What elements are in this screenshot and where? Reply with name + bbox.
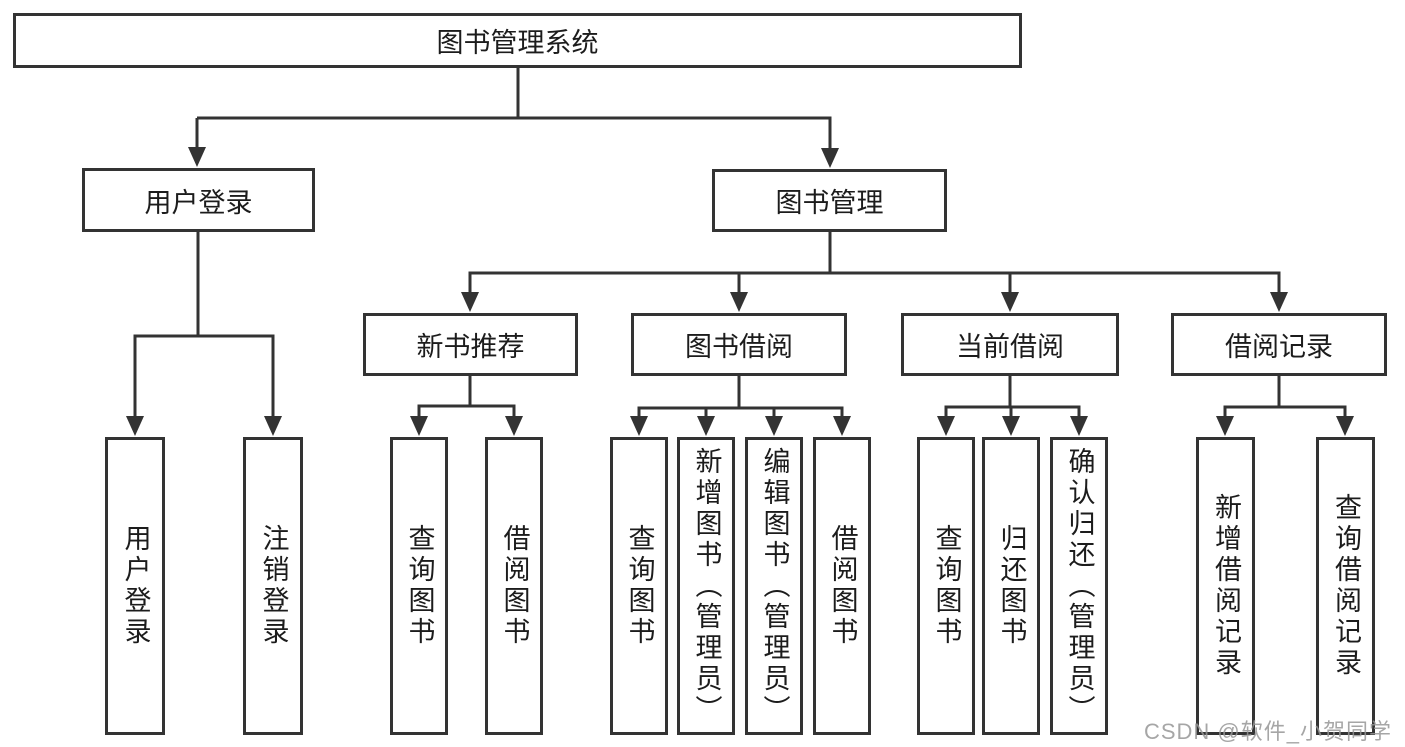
edges-book-borrow xyxy=(630,376,851,436)
arrowhead-icon xyxy=(833,416,851,436)
leaf-borrow-book-2: 借阅图书 xyxy=(813,437,871,735)
leaf-label: 用户登录 xyxy=(120,524,151,648)
node-root: 图书管理系统 xyxy=(13,13,1022,68)
node-book-borrow: 图书借阅 xyxy=(631,313,847,376)
edges-root xyxy=(188,68,839,168)
leaf-label: 查询图书 xyxy=(624,524,655,648)
arrowhead-icon xyxy=(1336,416,1354,436)
node-borrow-record: 借阅记录 xyxy=(1171,313,1387,376)
leaf-query-book-1: 查询图书 xyxy=(390,437,448,735)
arrowhead-icon xyxy=(821,148,839,168)
arrowhead-icon xyxy=(126,416,144,436)
edges-new-book xyxy=(410,376,523,436)
arrowhead-icon xyxy=(461,292,479,312)
edges-book-management xyxy=(461,232,1288,312)
leaf-label: 查询借阅记录 xyxy=(1331,493,1361,679)
arrowhead-icon xyxy=(937,416,955,436)
arrowhead-icon xyxy=(1270,292,1288,312)
arrowhead-icon xyxy=(697,416,715,436)
leaf-borrow-book-1: 借阅图书 xyxy=(485,437,543,735)
leaf-label: 借阅图书 xyxy=(827,524,858,648)
arrowhead-icon xyxy=(410,416,428,436)
edges-current-borrow xyxy=(937,376,1088,436)
node-current-borrow: 当前借阅 xyxy=(901,313,1119,376)
edges-borrow-record xyxy=(1216,376,1354,436)
leaf-query-book-2: 查询图书 xyxy=(610,437,668,735)
arrowhead-icon xyxy=(630,416,648,436)
leaf-label: 新增图书（管理员） xyxy=(691,446,722,726)
arrowhead-icon xyxy=(264,416,282,436)
leaf-label: 确认归还（管理员） xyxy=(1064,446,1095,726)
leaf-label: 注销登录 xyxy=(258,524,289,648)
node-user-login: 用户登录 xyxy=(82,168,315,232)
arrowhead-icon xyxy=(505,416,523,436)
arrowhead-icon xyxy=(1216,416,1234,436)
node-new-book-recommend: 新书推荐 xyxy=(363,313,578,376)
csdn-watermark: CSDN @软件_小贺同学 xyxy=(1143,719,1392,744)
leaf-label: 查询图书 xyxy=(931,524,962,648)
leaf-label: 借阅图书 xyxy=(499,524,530,648)
leaf-user-login: 用户登录 xyxy=(105,437,165,735)
arrowhead-icon xyxy=(188,147,206,167)
arrowhead-icon xyxy=(1070,416,1088,436)
edges-user-login xyxy=(126,232,282,436)
leaf-label: 新增借阅记录 xyxy=(1211,493,1241,679)
leaf-add-book-admin: 新增图书（管理员） xyxy=(677,437,735,735)
leaf-logout: 注销登录 xyxy=(243,437,303,735)
leaf-edit-book-admin: 编辑图书（管理员） xyxy=(745,437,803,735)
arrowhead-icon xyxy=(765,416,783,436)
leaf-label: 归还图书 xyxy=(996,524,1027,648)
leaf-add-borrow-record: 新增借阅记录 xyxy=(1196,437,1255,735)
leaf-return-book: 归还图书 xyxy=(982,437,1040,735)
leaf-query-book-3: 查询图书 xyxy=(917,437,975,735)
leaf-query-borrow-record: 查询借阅记录 xyxy=(1316,437,1375,735)
leaf-label: 编辑图书（管理员） xyxy=(759,446,790,726)
arrowhead-icon xyxy=(1001,292,1019,312)
arrowhead-icon xyxy=(730,292,748,312)
leaf-label: 查询图书 xyxy=(404,524,435,648)
arrowhead-icon xyxy=(1002,416,1020,436)
node-book-management: 图书管理 xyxy=(712,169,947,232)
leaf-confirm-return-admin: 确认归还（管理员） xyxy=(1050,437,1108,735)
